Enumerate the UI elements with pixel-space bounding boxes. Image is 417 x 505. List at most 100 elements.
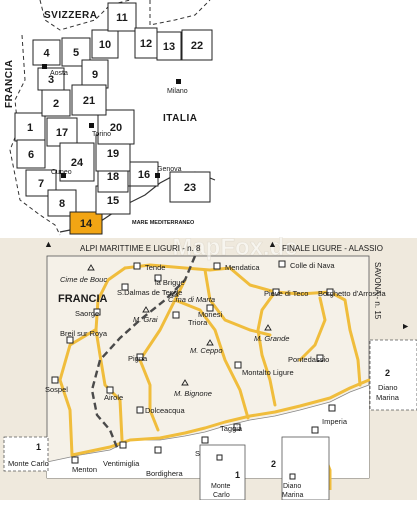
town-label: Monesi <box>198 310 223 319</box>
edge-arrow-left: ▲ <box>44 239 53 249</box>
sheet-1[interactable]: 1 <box>14 112 46 142</box>
town-marker <box>119 441 127 449</box>
sheet-4[interactable]: 4 <box>32 39 61 66</box>
town-colle-di-nava: Colle di Nava <box>278 260 335 270</box>
sheet-11[interactable]: 11 <box>107 2 137 32</box>
sheet-22-frame <box>181 29 213 61</box>
sheet-17[interactable]: 17 <box>46 117 78 147</box>
label-francia-detail: FRANCIA <box>58 293 108 305</box>
sheet-4-frame <box>32 39 61 66</box>
inset-number-bottom-right: 2 <box>271 459 276 469</box>
sheet-23[interactable]: 23 <box>169 171 211 203</box>
sheet-3[interactable]: 3 <box>37 67 65 91</box>
town-monesi: Monesi <box>198 304 223 319</box>
national-border <box>90 255 197 451</box>
town-breil: Breil sur Roya <box>60 329 108 344</box>
sheet-10-number: 10 <box>99 39 111 51</box>
inset-bottom-left-label-1: Monte <box>211 483 231 490</box>
inset-left: 1 Monte Carlo <box>3 436 49 472</box>
town-borghetto: Borghetto d'Arroscia <box>318 288 387 298</box>
town-marker <box>278 260 286 268</box>
sheet-22-number: 22 <box>191 40 203 52</box>
town-marker <box>201 436 209 444</box>
sheet-16[interactable]: 16 <box>129 161 159 187</box>
town-label: Bordighera <box>146 469 184 478</box>
town-label: Imperia <box>322 417 348 426</box>
peak-marker <box>264 324 272 331</box>
label-italia: ITALIA <box>163 113 197 124</box>
town-marker <box>93 308 101 316</box>
town-pigna: Pigna <box>128 353 148 363</box>
town-label: Tende <box>145 263 165 272</box>
sheet-15-number: 15 <box>107 195 119 207</box>
sheet-12[interactable]: 12 <box>134 27 158 59</box>
town-label: Triora <box>188 318 208 327</box>
sheet-20-number: 20 <box>110 122 122 134</box>
town-la-brigue: la Brigue <box>154 274 185 287</box>
city-marker-torino <box>89 123 94 128</box>
label-francia: FRANCIA <box>4 60 15 109</box>
sheet-19-number: 19 <box>107 148 119 160</box>
town-mendatica: Mendatica <box>213 262 260 272</box>
town-ventimiglia: Ventimiglia <box>103 441 140 468</box>
inset-number-bottom-left: 1 <box>235 470 240 480</box>
sheet-20[interactable]: 20 <box>97 109 135 145</box>
town-marker <box>206 304 214 312</box>
inset-bottom-right: 2 Diano Marina <box>271 436 330 501</box>
sheet-2-number: 2 <box>53 98 59 110</box>
town-tende: Tende <box>133 262 165 272</box>
sheet-17-frame <box>46 117 78 147</box>
sheet-14-number: 14 <box>80 218 93 230</box>
town-taggia: Taggia <box>220 423 243 433</box>
sheet-22[interactable]: 22 <box>181 29 213 61</box>
city-torino: Torino <box>92 131 111 138</box>
sheet-12-number: 12 <box>140 38 152 50</box>
sheet-13[interactable]: 13 <box>156 31 182 61</box>
detail-map: MapFox.de ▲ ▲ ALPI MARITTIME E LIGURI - … <box>0 234 417 501</box>
sheet-7[interactable]: 7 <box>25 169 57 197</box>
town-marker <box>71 456 79 464</box>
city-milano: Milano <box>167 88 188 95</box>
sheet-7-number: 7 <box>38 178 44 190</box>
town-label: Pigna <box>128 354 148 363</box>
town-bordighera: Bordighera <box>146 446 184 478</box>
edge-label-top-left: ALPI MARITTIME E LIGURI - n. 8 <box>80 244 201 253</box>
peak-marker <box>142 306 150 313</box>
town-dolceacqua: Dolceacqua <box>136 406 185 415</box>
sheet-14-frame <box>69 211 103 235</box>
town-marker <box>234 361 242 369</box>
sheet-21-frame <box>71 84 107 116</box>
sheet-2[interactable]: 2 <box>41 89 71 117</box>
sheet-6-frame <box>16 139 46 169</box>
sheet-14[interactable]: 14 <box>69 211 103 235</box>
city-marker-genova <box>155 173 160 178</box>
sheet-7-frame <box>25 169 57 197</box>
town-montalto: Montalto Ligure <box>234 361 294 377</box>
sheet-16-number: 16 <box>138 169 150 181</box>
sheet-21[interactable]: 21 <box>71 84 107 116</box>
sheet-10[interactable]: 10 <box>91 29 119 59</box>
peak-label: M. Grande <box>254 334 289 343</box>
peak-marker <box>206 339 214 346</box>
peak-marta: C.ma di Marta <box>168 290 215 304</box>
town-label: Montalto Ligure <box>242 368 294 377</box>
city-genova: Genova <box>157 166 182 173</box>
sheet-23-number: 23 <box>184 182 196 194</box>
sheet-1-number: 1 <box>27 122 33 134</box>
town-label: Sospel <box>45 385 68 394</box>
town-saorge: Saorge <box>75 308 101 318</box>
sheet-3-frame <box>37 67 65 91</box>
sheet-8-number: 8 <box>59 198 65 210</box>
town-sospel: Sospel <box>45 376 68 394</box>
peak-bouc: Cime de Bouc <box>60 264 107 284</box>
sheet-6[interactable]: 6 <box>16 139 46 169</box>
town-label: Dolceacqua <box>145 406 185 415</box>
town-marker <box>66 336 74 344</box>
inset-right: 2 Diano Marina <box>369 339 417 411</box>
peak-label: C.ma di Marta <box>168 295 215 304</box>
town-airole: Airole <box>104 386 123 402</box>
sheet-9[interactable]: 9 <box>81 59 109 89</box>
sheet-17-number: 17 <box>56 127 68 139</box>
